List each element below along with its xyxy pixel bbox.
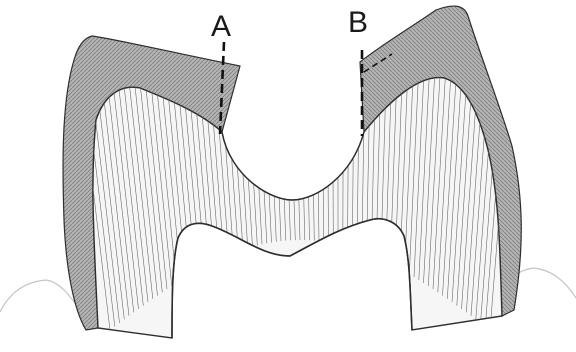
label-a: A xyxy=(211,10,231,43)
label-b: B xyxy=(348,6,368,39)
left-gum-contour xyxy=(0,280,80,312)
